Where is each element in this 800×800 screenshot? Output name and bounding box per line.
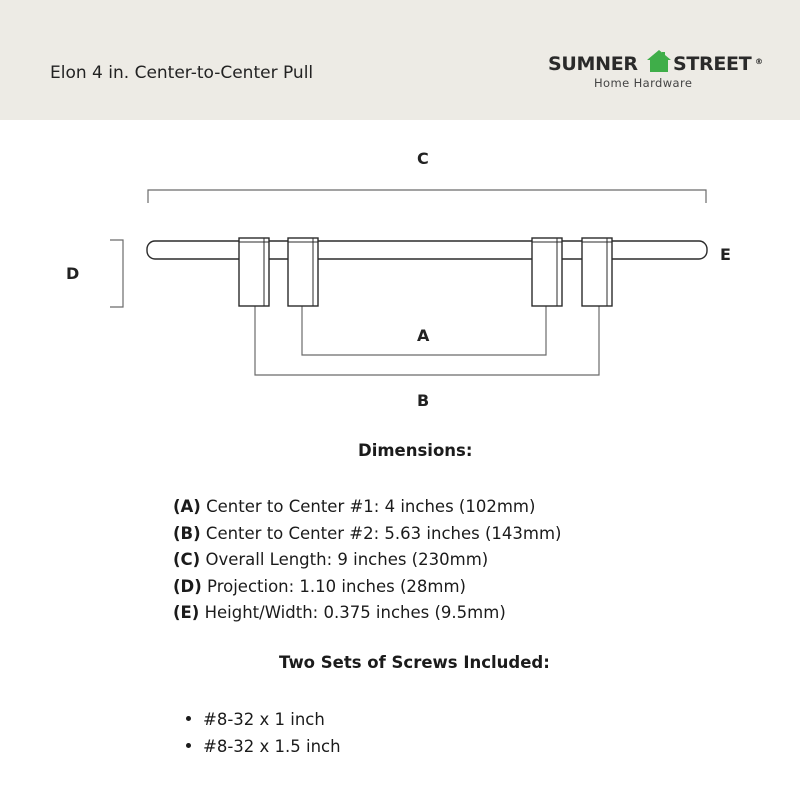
- brand-name: SUMNER STREET ®: [548, 53, 763, 75]
- header-banner: Elon 4 in. Center-to-Center Pull SUMNER …: [0, 0, 800, 120]
- product-title: Elon 4 in. Center-to-Center Pull: [50, 63, 314, 83]
- dimensions-list: (A) Center to Center #1: 4 inches (102mm…: [173, 494, 561, 627]
- dimension-item-e: (E) Height/Width: 0.375 inches (9.5mm): [173, 603, 506, 622]
- dimension-item-c: (C) Overall Length: 9 inches (230mm): [173, 550, 489, 569]
- dimension-item-b: (B) Center to Center #2: 5.63 inches (14…: [173, 523, 562, 543]
- bullet-icon: [186, 743, 191, 748]
- house-icon: [647, 50, 671, 72]
- label-c: C: [417, 149, 429, 168]
- registered-mark: ®: [755, 57, 763, 66]
- brand-word-1: SUMNER: [548, 53, 638, 75]
- brand-logo: SUMNER STREET ® Home Hardware: [548, 50, 763, 92]
- brand-word-2: STREET: [673, 53, 752, 75]
- dimension-line-b: [254, 306, 600, 376]
- label-a: A: [417, 326, 430, 345]
- dimension-line-a: [301, 306, 547, 356]
- dimension-item-a: (A) Center to Center #1: 4 inches (102mm…: [173, 497, 536, 516]
- dimensions-heading: Dimensions:: [358, 441, 473, 460]
- screws-list: #8-32 x 1 inch #8-32 x 1.5 inch: [186, 706, 341, 760]
- brand-subtitle: Home Hardware: [594, 76, 693, 90]
- label-b: B: [417, 391, 430, 410]
- pull-bar: [146, 240, 708, 260]
- dimension-line-c: [147, 189, 707, 203]
- label-d: D: [66, 264, 80, 283]
- screw-item: #8-32 x 1 inch: [186, 706, 341, 733]
- dimension-item-d: (D) Projection: 1.10 inches (28mm): [173, 576, 466, 596]
- screw-item: #8-32 x 1.5 inch: [186, 733, 341, 760]
- label-e: E: [720, 245, 731, 264]
- dimension-line-d: [110, 239, 124, 308]
- screws-heading: Two Sets of Screws Included:: [279, 653, 550, 672]
- pull-dimension-diagram: [110, 189, 708, 376]
- bullet-icon: [186, 716, 191, 721]
